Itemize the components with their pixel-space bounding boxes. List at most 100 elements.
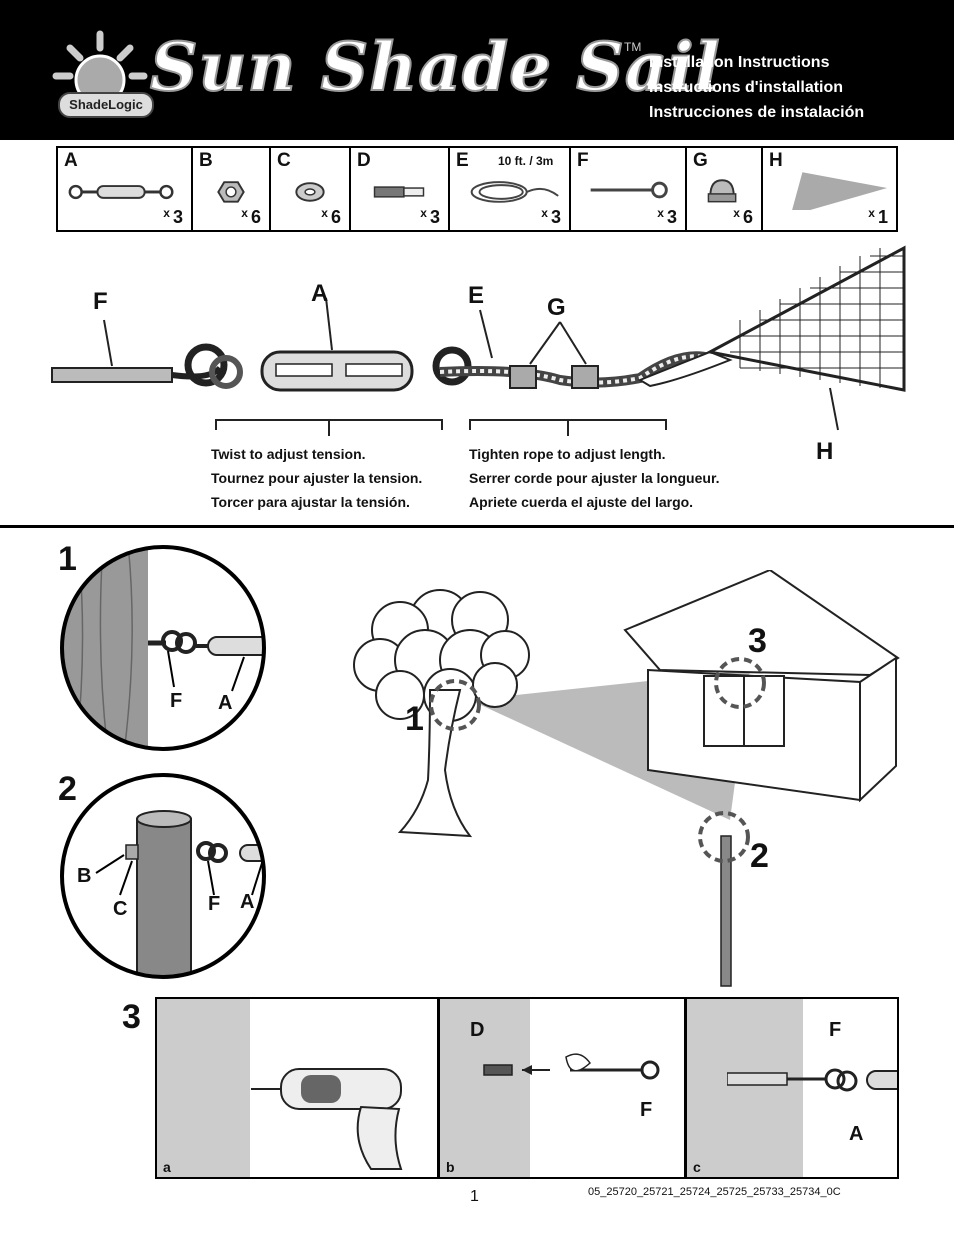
step-number-2: 2: [58, 770, 77, 808]
length-caption-fr: Serrer corde pour ajuster la longueur.: [469, 470, 720, 486]
trademark: TM: [624, 40, 642, 54]
panel-c-label-f: F: [829, 1019, 842, 1041]
rope-clip-2: [571, 365, 599, 389]
installation-scene: [353, 570, 900, 987]
tension-caption: Twist to adjust tension. Tournez pour aj…: [211, 442, 422, 514]
scene-label-2: 2: [750, 837, 769, 875]
wall-section: [440, 999, 530, 1177]
document-code: 05_25720_25721_25724_25725_25733_25734_0…: [588, 1186, 841, 1198]
post-label-a: A: [240, 891, 255, 913]
length-caption: Tighten rope to adjust length. Serrer co…: [469, 442, 720, 514]
turnbuckle-eye: [432, 346, 472, 386]
title-list: Installation Instructions Instructions d…: [649, 50, 864, 125]
part-letter: E: [456, 150, 469, 171]
tree-label-a: A: [218, 692, 233, 714]
panel-b-label-f: F: [640, 1099, 653, 1121]
part-letter: C: [277, 150, 291, 171]
panel-a: a: [157, 999, 440, 1177]
assembly-label-h: H: [816, 438, 834, 465]
eye-bolt-shaft: [51, 367, 173, 383]
assembly-label-f: F: [93, 288, 108, 315]
detail-post-mount: [60, 773, 266, 979]
panel-b-label-d: D: [470, 1019, 485, 1041]
shade-sail: [705, 245, 906, 392]
turnbuckle-icon: [68, 184, 174, 200]
tension-caption-es: Torcer para ajustar la tensión.: [211, 494, 410, 510]
tension-caption-en: Twist to adjust tension.: [211, 446, 366, 462]
wall-section: [157, 999, 250, 1177]
eye-bolt-icon: [590, 181, 668, 199]
mount-point-1: [429, 679, 481, 731]
title-en: Installation Instructions: [649, 54, 830, 71]
assembly-label-a: A: [311, 280, 329, 307]
anchor-insert-icon: [483, 1053, 660, 1080]
tree-trunk: [397, 689, 473, 838]
part-letter: H: [769, 150, 783, 171]
eye-bolt-eye: [184, 343, 228, 387]
part-letter: A: [64, 150, 78, 171]
assembly-label-g: G: [547, 294, 566, 321]
post-label-c: C: [113, 898, 128, 920]
installed-eye-bolt-icon: [727, 1068, 897, 1092]
wall-section: [687, 999, 803, 1177]
page-number: 1: [470, 1188, 479, 1205]
panel-label-c: c: [693, 1159, 701, 1175]
sail-icon: [792, 172, 888, 210]
header-banner: [0, 0, 954, 140]
turnbuckle-body: [260, 350, 414, 392]
mount-point-3: [714, 657, 766, 709]
mount-point-2: [698, 811, 750, 863]
post-label-f: F: [208, 893, 221, 915]
turnbuckle-hook: [209, 355, 243, 389]
rope-length-note: 10 ft. / 3m: [498, 154, 554, 168]
detail-tree-mount: [60, 545, 266, 751]
tree-label-f: F: [170, 690, 183, 712]
step-number-3: 3: [122, 998, 141, 1036]
part-letter: F: [577, 150, 589, 171]
panel-c: F A c: [687, 999, 897, 1177]
panel-label-a: a: [163, 1159, 171, 1175]
hardware-assembly-diagram: [51, 245, 906, 436]
post-label-b: B: [77, 865, 92, 887]
length-caption-es: Apriete cuerda el ajuste del largo.: [469, 494, 694, 510]
rope-icon: [470, 181, 559, 203]
hex-nut-icon: [217, 181, 245, 203]
length-caption-en: Tighten rope to adjust length.: [469, 446, 666, 462]
rope-clip-1: [509, 365, 537, 389]
shadelogic-logo: ShadeLogic: [58, 92, 154, 118]
brand-title: Sun Shade Sail: [149, 27, 721, 107]
drill-icon: [251, 1068, 403, 1170]
step-number-1: 1: [58, 540, 77, 578]
part-letter: B: [199, 150, 213, 171]
tension-caption-fr: Tournez pour ajuster la tension.: [211, 470, 423, 486]
panel-c-label-a: A: [849, 1123, 864, 1145]
assembly-label-e: E: [468, 282, 485, 309]
wall-mount-strip: a D F b F A c: [155, 997, 899, 1179]
scene-label-1: 1: [405, 700, 424, 738]
panel-b: D F b: [440, 999, 687, 1177]
post: [720, 835, 732, 987]
part-letter: D: [357, 150, 371, 171]
rope-clip-icon: [707, 179, 737, 203]
scene-label-3: 3: [748, 622, 767, 660]
anchor-icon: [373, 186, 425, 198]
part-letter: G: [693, 150, 708, 171]
title-es: Instrucciones de instalación: [649, 104, 865, 121]
